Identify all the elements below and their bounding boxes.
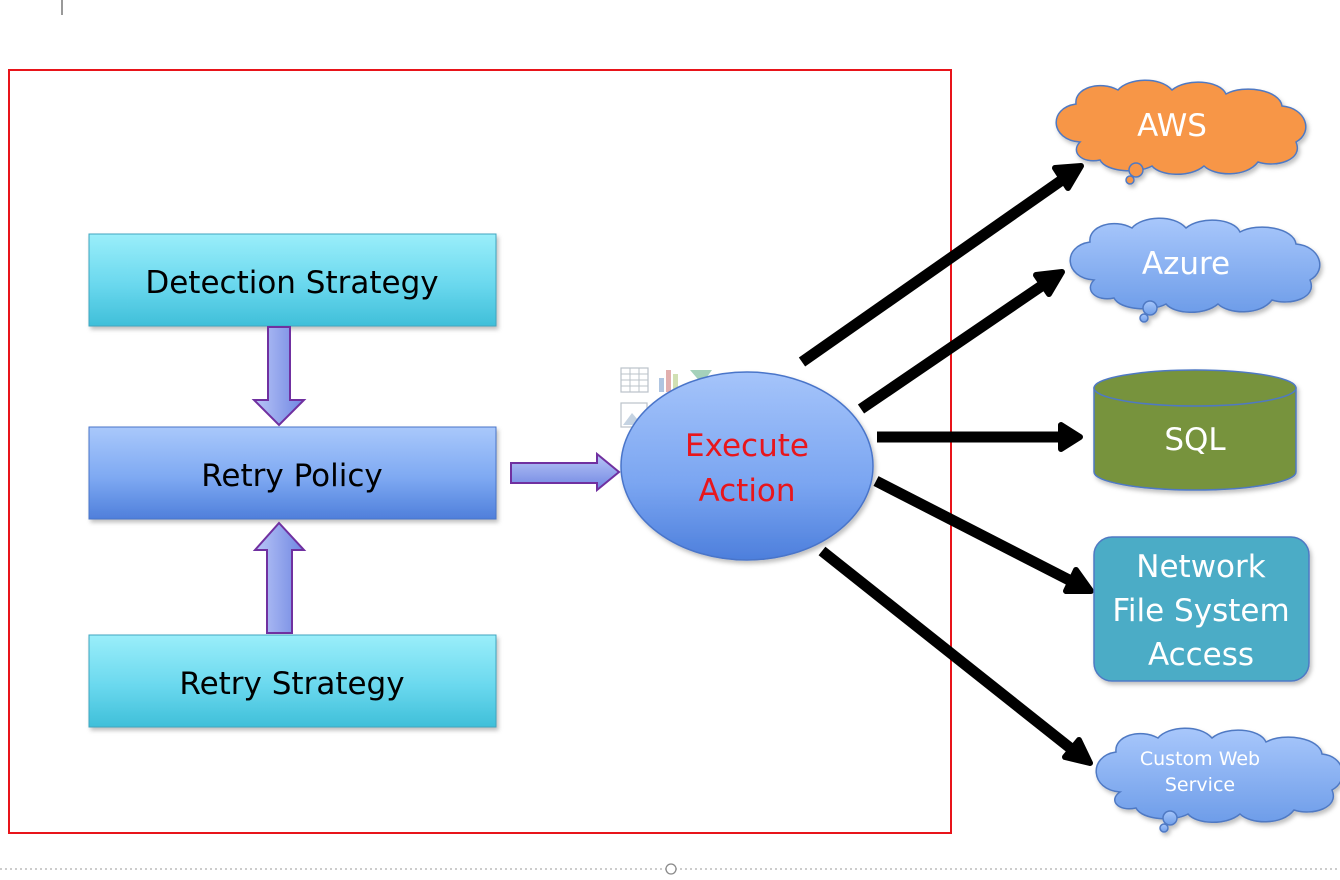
aws-cloud[interactable]: AWS [1055,79,1307,185]
retry-frame [8,69,952,834]
retry-strategy-box[interactable]: Retry Strategy [88,634,497,728]
execute-action-label-line1: Execute [685,428,809,464]
arrow-policy-to-execute [510,451,621,493]
sql-database[interactable]: SQL [1093,369,1297,491]
custom-web-service-cloud[interactable]: Custom Web Service [1095,727,1340,833]
nfs-label-line1: Network [1136,549,1265,585]
arrow-to-sql [877,422,1083,452]
azure-label: Azure [1142,246,1230,282]
arrow-to-nfs [873,476,1094,594]
execute-action-label-line2: Action [698,473,795,509]
detection-strategy-label: Detection Strategy [145,265,438,301]
custom-web-service-label-line1: Custom Web [1140,748,1260,770]
azure-cloud[interactable]: Azure [1069,217,1321,323]
retry-policy-box[interactable]: Retry Policy [88,426,497,520]
nfs-label-line3: Access [1148,637,1254,673]
nfs-label-line2: File System [1112,593,1289,629]
sql-label: SQL [1164,422,1226,458]
resize-handle[interactable] [665,863,677,875]
arrow-detection-to-policy [251,326,307,427]
retry-strategy-label: Retry Strategy [179,666,404,702]
nfs-box[interactable]: Network File System Access [1093,536,1310,682]
detection-strategy-box[interactable]: Detection Strategy [88,233,497,327]
connector-arrows [798,163,1094,766]
table-icon[interactable] [620,367,649,393]
smartart-icon[interactable] [690,370,712,384]
custom-web-service-label-line2: Service [1165,774,1235,796]
arrow-to-azure [857,269,1065,414]
chart-icon[interactable] [659,370,678,392]
execute-action-node[interactable]: Execute Action [620,371,874,561]
arrow-retry-to-policy [252,521,307,634]
arrow-to-custom-web-service [818,546,1093,766]
aws-label: AWS [1137,108,1207,144]
arrow-to-aws [798,163,1084,367]
retry-policy-label: Retry Policy [201,458,383,494]
